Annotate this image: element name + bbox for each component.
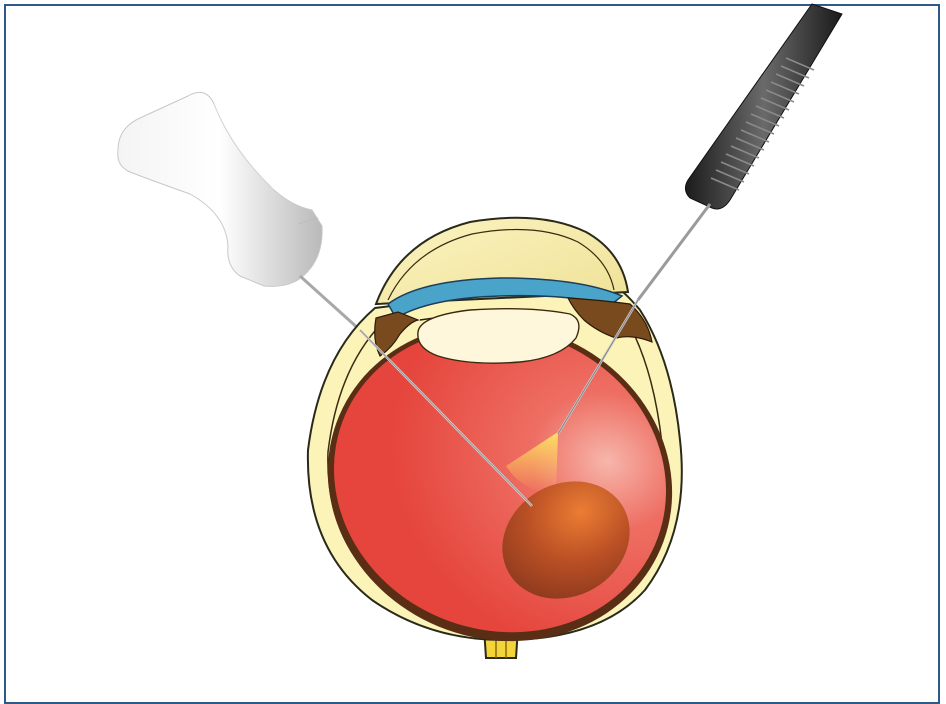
right-instrument-shaft-outer	[638, 204, 710, 300]
contact-lens-handpiece-icon	[118, 92, 322, 286]
left-instrument-shaft	[300, 276, 360, 330]
endoilluminator-probe-icon	[685, 4, 842, 209]
